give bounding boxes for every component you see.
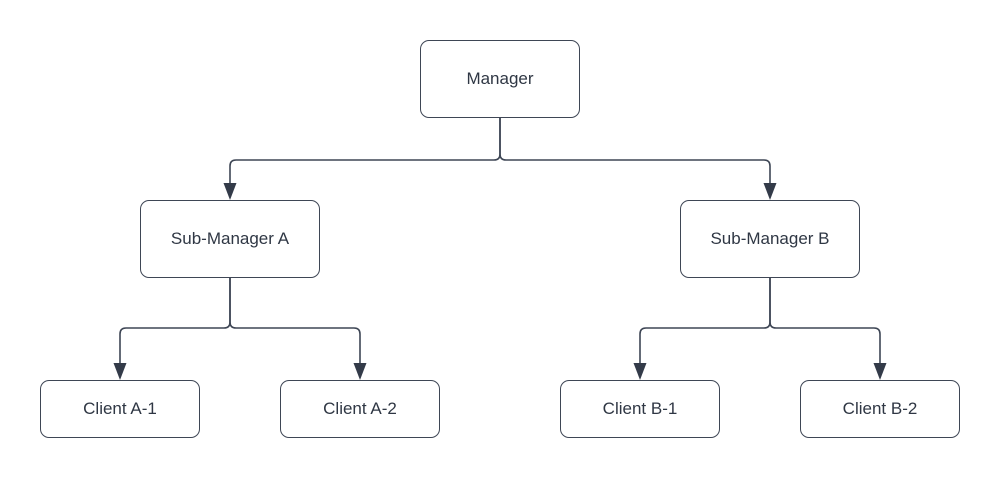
node-sub-manager-a: Sub-Manager A: [140, 200, 320, 278]
arrowhead-sub-b: [763, 183, 777, 200]
node-manager-label: Manager: [466, 68, 534, 88]
node-sub-manager-b-label: Sub-Manager B: [710, 228, 830, 248]
node-client-a2: Client A-2: [280, 380, 440, 438]
node-sub-manager-a-label: Sub-Manager A: [170, 228, 290, 248]
node-manager: Manager: [420, 40, 580, 118]
node-client-b2: Client B-2: [800, 380, 960, 438]
arrowhead-client-b2: [873, 363, 887, 380]
edge-sub-b-to-client-b1: [639, 278, 771, 364]
node-client-a1-label: Client A-1: [83, 398, 157, 418]
node-client-a2-label: Client A-2: [323, 398, 397, 418]
edge-manager-to-sub-a: [229, 118, 501, 184]
edge-manager-to-sub-b: [499, 118, 771, 184]
arrowhead-sub-a: [223, 183, 237, 200]
node-client-b2-label: Client B-2: [842, 398, 918, 418]
arrowhead-client-a1: [113, 363, 127, 380]
edge-sub-a-to-client-a2: [229, 278, 361, 364]
arrowhead-client-b1: [633, 363, 647, 380]
node-client-b1-label: Client B-1: [602, 398, 678, 418]
node-client-b1: Client B-1: [560, 380, 720, 438]
edge-sub-a-to-client-a1: [119, 278, 231, 364]
node-sub-manager-b: Sub-Manager B: [680, 200, 860, 278]
edge-sub-b-to-client-b2: [769, 278, 881, 364]
node-client-a1: Client A-1: [40, 380, 200, 438]
arrowhead-client-a2: [353, 363, 367, 380]
